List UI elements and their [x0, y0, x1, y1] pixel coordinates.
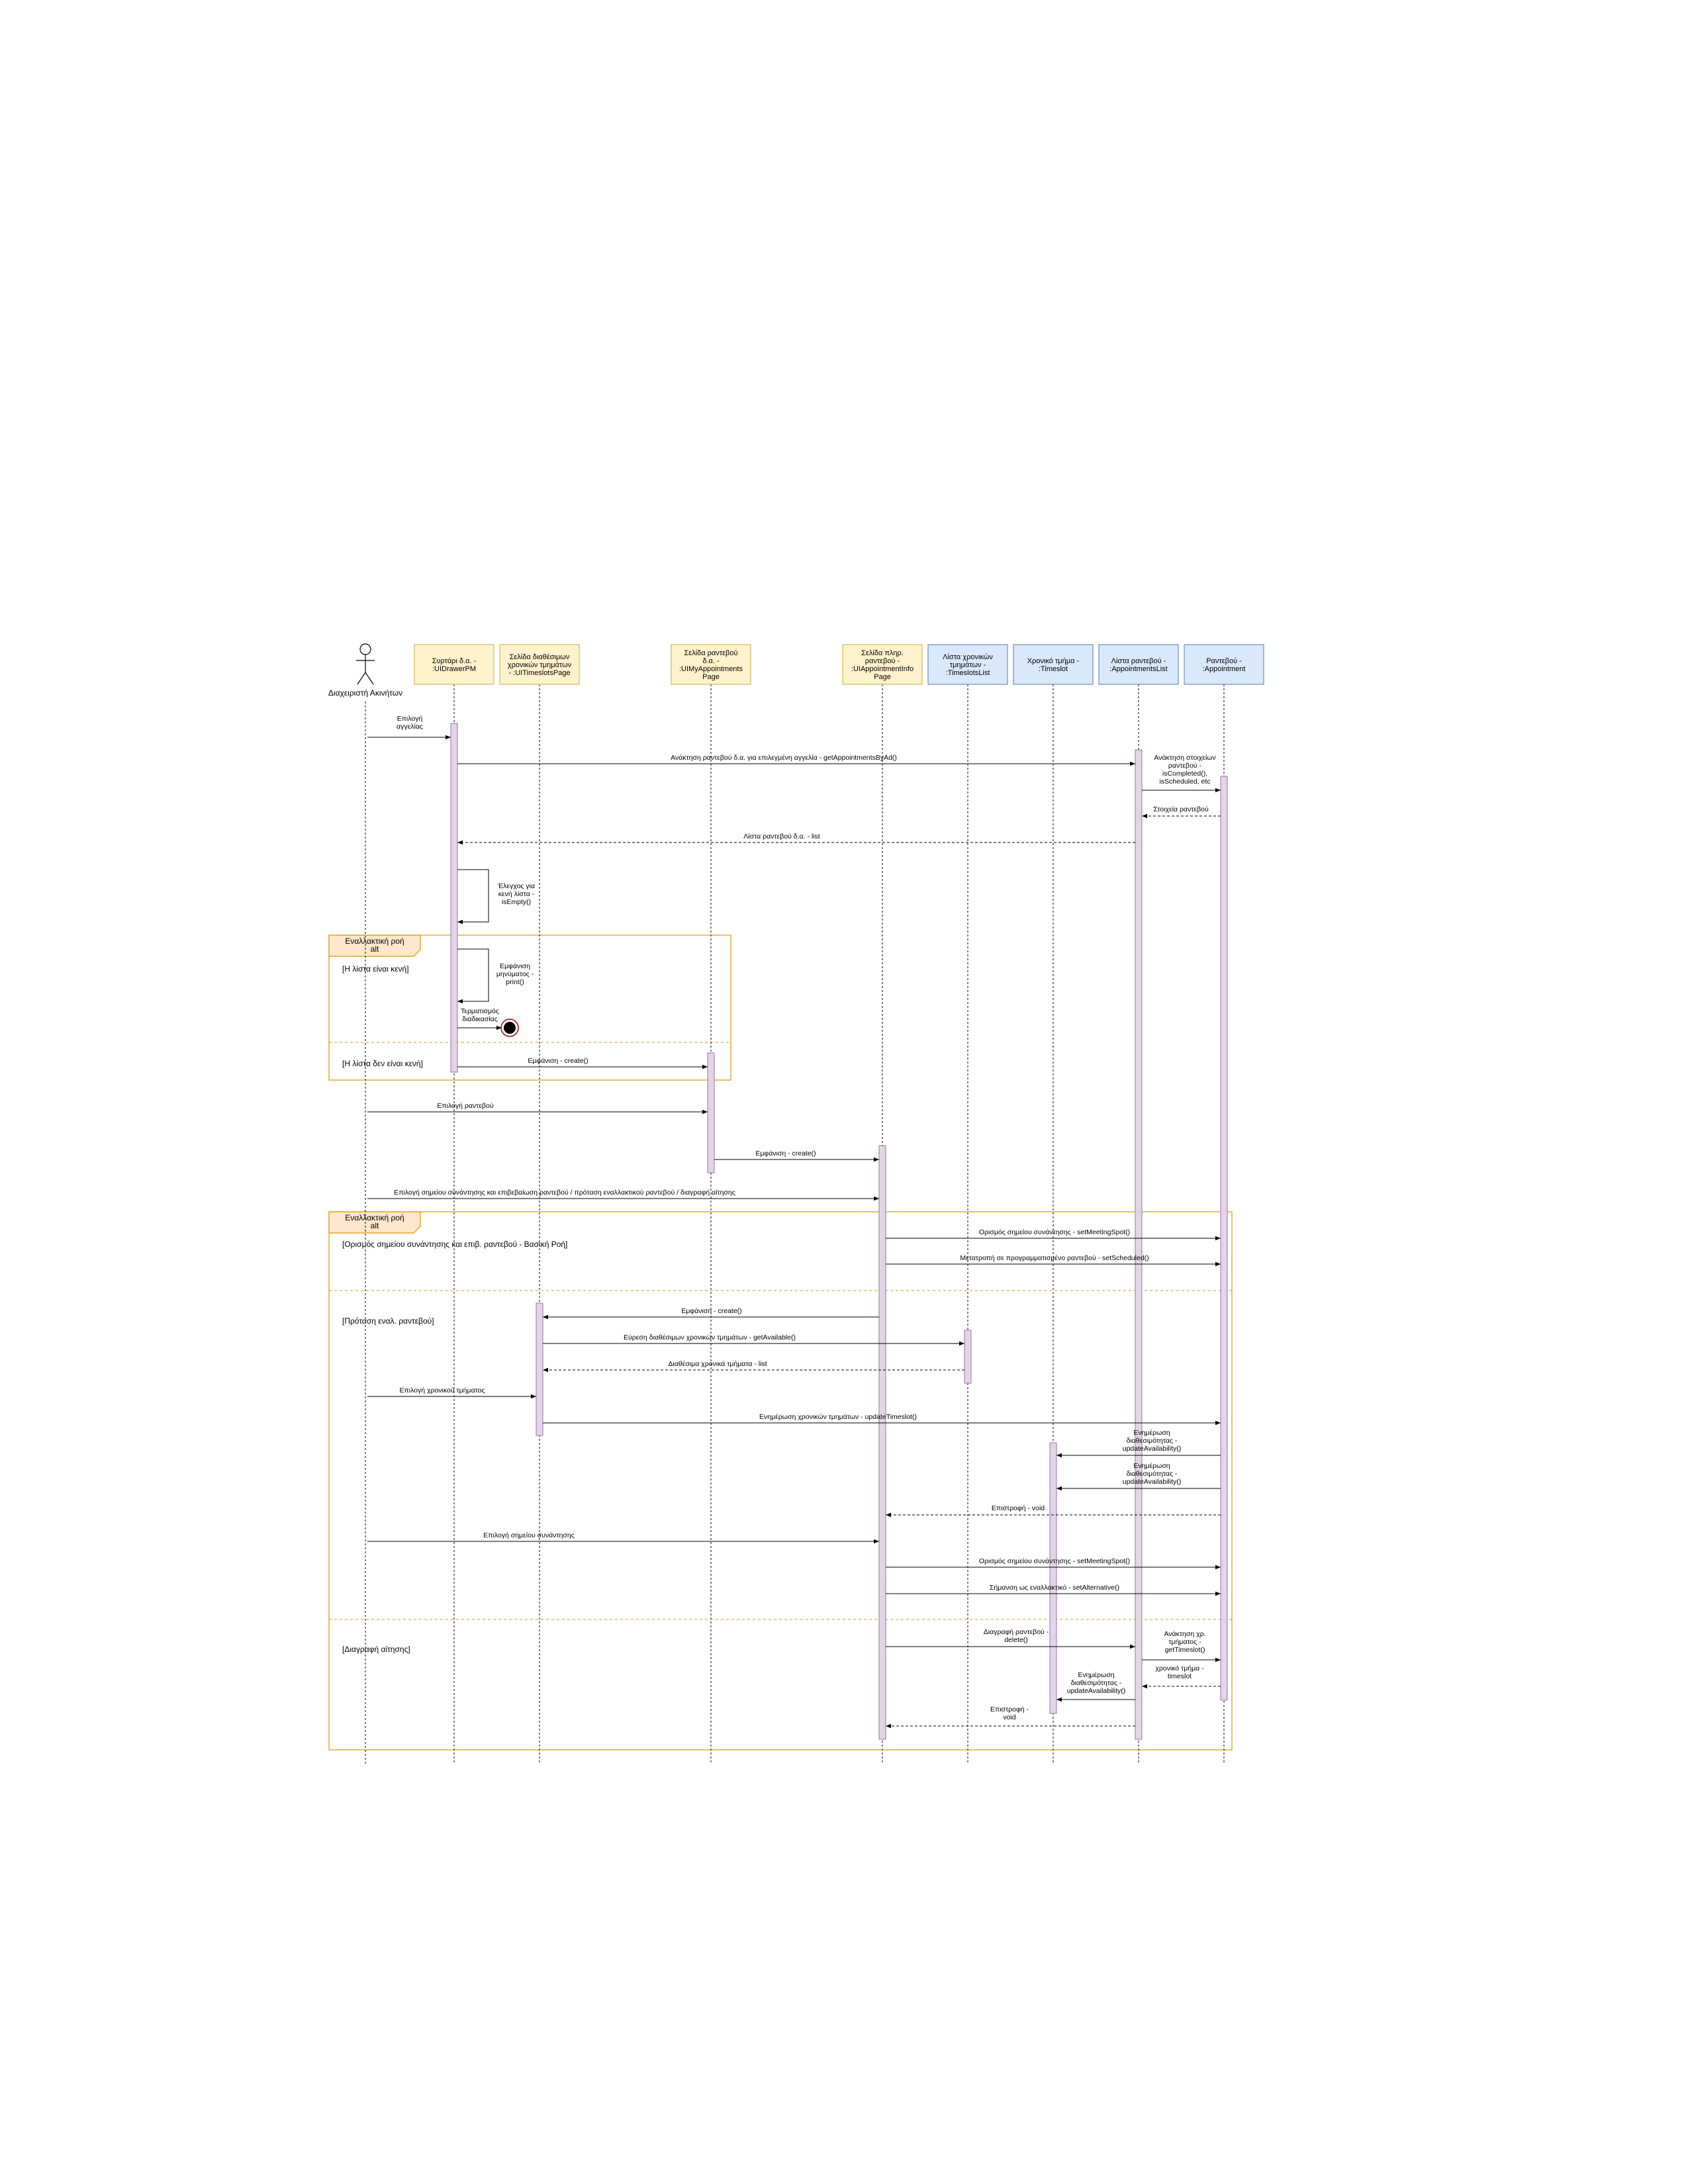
- activation-p4: [878, 1145, 886, 1740]
- participant-label: Λίστα ραντεβού -:AppointmentsList: [1109, 657, 1167, 673]
- participant-label: Ραντεβού -:Appointment: [1203, 657, 1246, 673]
- fragment-title-tab: [328, 934, 421, 957]
- message-label-23: Επιλογή σημείου συνάντησης: [483, 1531, 575, 1539]
- participant-label: Χρονικό τμήμα -:Timeslot: [1027, 657, 1080, 673]
- message-label-13: Ορισμός σημείου συνάντησης - setMeetingS…: [979, 1228, 1130, 1236]
- message-label-9: Εμφάνιση - create(): [528, 1057, 588, 1065]
- message-label-19: Ενημέρωση χρονικών τμημάτων - updateTime…: [759, 1413, 917, 1421]
- message-label-30: Επιστροφή -void: [990, 1706, 1029, 1721]
- fragment-guard: [Πρόταση εναλ. ραντεβού]: [342, 1316, 434, 1326]
- message-arrow-6: [457, 869, 489, 925]
- participant-box: [1098, 644, 1179, 685]
- fragment-guard: [Η λίστα δεν είναι κενή]: [342, 1059, 423, 1068]
- message-label-25: Σήμανση ως εναλλακτικό - setAlternative(…: [990, 1584, 1119, 1592]
- activation-p5: [964, 1330, 972, 1384]
- participant-box: [414, 644, 494, 685]
- participant-p1: Συρτάρι δ.α. -:UIDrawerPM: [414, 644, 494, 685]
- activation-p6: [1049, 1442, 1057, 1714]
- actor-stickman: [356, 643, 375, 685]
- participants-layer: Διαχειριστή Ακινήτων Συρτάρι δ.α. -:UIDra…: [328, 643, 1264, 698]
- lifelines-layer: [365, 684, 1225, 1764]
- participant-box: [1013, 644, 1094, 685]
- participant-p6: Χρονικό τμήμα -:Timeslot: [1013, 644, 1094, 685]
- activation-p3: [707, 1052, 715, 1173]
- fragment-guard: [Ορισμός σημείου συνάντησης και επιβ. ρα…: [342, 1240, 567, 1249]
- fragment-frame: [328, 934, 731, 1081]
- message-label-12: Επιλογή σημείου συνάντησης και επιβεβαίω…: [394, 1189, 735, 1197]
- message-arrow-7: [457, 948, 489, 1004]
- participant-box: [499, 644, 580, 685]
- activation-p2: [536, 1302, 543, 1436]
- participant-label: Συρτάρι δ.α. -:UIDrawerPM: [432, 657, 477, 673]
- message-label-15: Εμφάνιση - create(): [681, 1307, 741, 1315]
- message-label-2: Ανάκτηση ραντεβού δ.α. για επιλεγμένη αγ…: [671, 754, 897, 762]
- message-label-11: Εμφάνιση - create(): [755, 1150, 816, 1158]
- activation-p1: [450, 723, 458, 1073]
- participant-box: [842, 644, 923, 685]
- message-label-27: Ανάκτηση χρ.τμήματος -getTimeslot(): [1164, 1630, 1205, 1654]
- termination-marker: [500, 1019, 519, 1037]
- actor-head: [359, 643, 371, 655]
- message-label-18: Επιλογή χρονικού τμήματος: [399, 1387, 485, 1394]
- message-label-24: Ορισμός σημείου συνάντησης - setMeetingS…: [979, 1557, 1130, 1565]
- actor-name: Διαχειριστή Ακινήτων: [328, 688, 402, 698]
- actor-leg-left: [357, 672, 366, 685]
- participant-label: Σελίδα πληρ.ραντεβού -:UIAppointmentInfo…: [851, 649, 914, 681]
- activation-p8: [1220, 776, 1228, 1701]
- participant-p8: Ραντεβού -:Appointment: [1184, 644, 1264, 685]
- participant-box: [1184, 644, 1264, 685]
- participant-box: [671, 644, 751, 685]
- activation-p7: [1135, 749, 1143, 1740]
- message-label-22: Επιστροφή - void: [992, 1504, 1045, 1512]
- message-label-14: Μετατροπή σε προγραμματισμένο ραντεβού -…: [960, 1254, 1149, 1262]
- message-label-10: Επιλογή ραντεβού: [437, 1102, 494, 1110]
- fragment-guard: [Η λίστα είναι κενή]: [342, 964, 409, 974]
- termination-inner: [504, 1022, 516, 1034]
- participant-box: [927, 644, 1008, 685]
- fragment-guard: [Διαγραφή αίτησης]: [342, 1645, 410, 1654]
- message-label-16: Εύρεση διαθέσιμων χρονικών τμημάτων - ge…: [624, 1334, 796, 1342]
- message-label-17: Διαθέσιμα χρονικά τμήματα - list: [668, 1360, 767, 1368]
- message-label-28: χρονικό τμήμα -timeslot: [1155, 1664, 1204, 1680]
- message-label-4: Στοιχεία ραντεβού: [1153, 805, 1209, 813]
- participant-p7: Λίστα ραντεβού -:AppointmentsList: [1098, 644, 1179, 685]
- message-label-26: Διαγραφή ραντεβού -delete(): [984, 1628, 1049, 1644]
- activations-layer: [450, 723, 1228, 1740]
- message-label-5: Λίστα ραντεβού δ.α. - list: [743, 833, 820, 841]
- actor-leg-right: [365, 672, 374, 685]
- fragment-frame: [328, 1211, 1233, 1751]
- participant-p4: Σελίδα πληρ.ραντεβού -:UIAppointmentInfo…: [842, 644, 923, 685]
- fragment-title-tab: [328, 1211, 421, 1234]
